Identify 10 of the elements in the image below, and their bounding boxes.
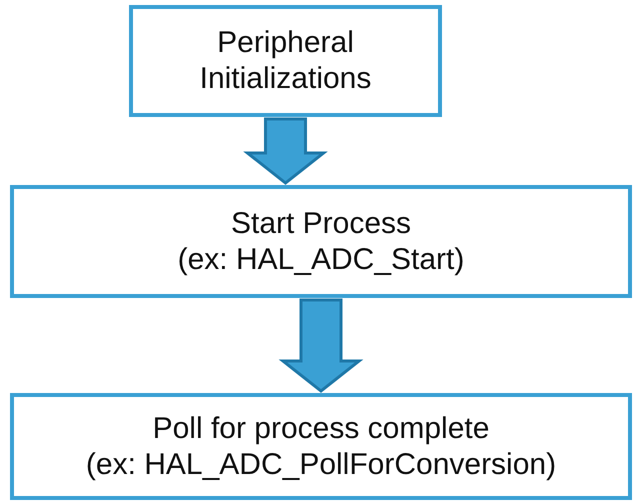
process-box [10, 185, 632, 298]
step-title: Peripheral Initializations [198, 25, 372, 97]
block-arrow [243, 118, 328, 185]
step-title: Poll for process complete [152, 410, 490, 446]
step-title: Start Process [230, 206, 412, 242]
function-example: (ex: HAL_ADC_PollForConversion) [86, 446, 556, 482]
process-box [10, 393, 632, 500]
block-arrow [278, 298, 364, 393]
function-example: (ex: HAL_ADC_Start) [178, 242, 464, 278]
process-box [129, 5, 442, 117]
